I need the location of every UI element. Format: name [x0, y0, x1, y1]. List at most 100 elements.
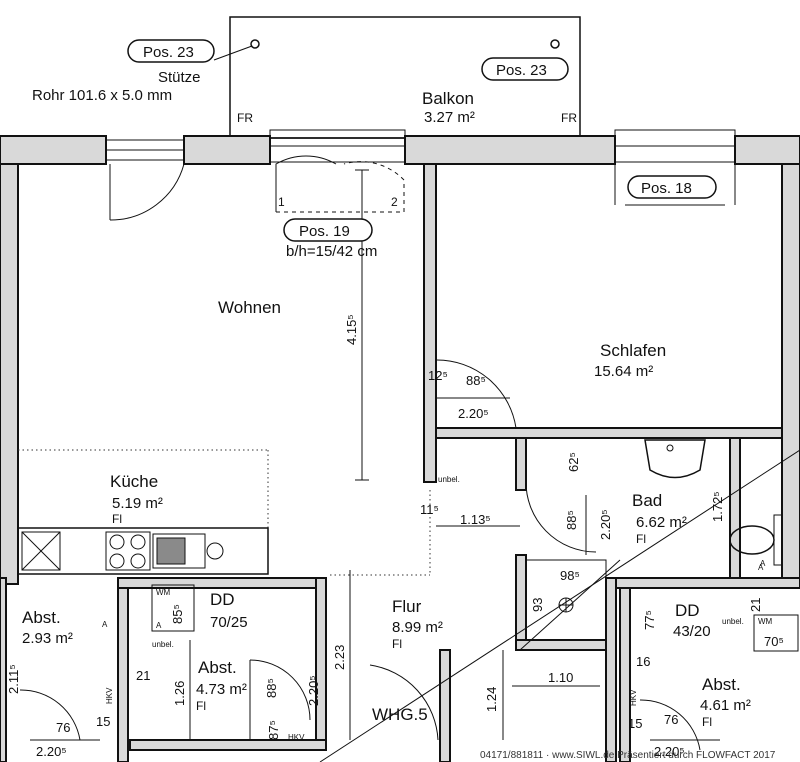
dim-88-5-a: 88⁵ [466, 373, 486, 388]
room-abst-right-floor: Fl [702, 715, 712, 729]
dd-right-wm: WM [758, 617, 773, 626]
washbasin-icon [644, 439, 706, 479]
room-abst-mid: Abst. [198, 658, 237, 677]
room-wohnen: Wohnen [218, 298, 281, 317]
dim-1-13: 1.13⁵ [460, 512, 491, 527]
room-abst-right: Abst. [702, 675, 741, 694]
toilet-icon [729, 514, 783, 566]
window-note: b/h=15/42 cm [286, 243, 377, 260]
room-abst-mid-floor: Fl [196, 699, 206, 713]
room-bad-floor: Fl [636, 532, 646, 546]
dd-right-label: DD [675, 601, 700, 620]
room-flur-floor: Fl [392, 637, 402, 651]
room-abst-left: Abst. [22, 608, 61, 627]
dd-left-unbel: unbel. [152, 640, 174, 649]
room-abst-right-area: 4.61 m² [700, 697, 751, 714]
pos18-label: Pos. 18 [641, 180, 692, 197]
kitchen-counter [17, 527, 269, 575]
dim-11-5: 11⁵ [420, 502, 439, 517]
support-leader [213, 45, 253, 61]
bathroom-fixtures [525, 439, 783, 641]
dim-1-10: 1.10 [548, 670, 573, 685]
dim-2-11: 2.11⁵ [6, 664, 21, 694]
door-swings [19, 155, 701, 751]
dd-right-size: 43/20 [673, 623, 711, 640]
dim-1-26: 1.26 [172, 681, 187, 706]
dim-98-5: 98⁵ [560, 568, 580, 583]
dd-left-size: 70/25 [210, 614, 248, 631]
room-bad-area: 6.62 m² [636, 514, 687, 531]
dd-left-wm-box [151, 584, 195, 632]
dim-76-a: 76 [56, 720, 70, 735]
balcony-name: Balkon [422, 89, 474, 108]
exterior-walls [0, 135, 800, 762]
dd-right-wm-box [753, 614, 799, 652]
dim-77-5: 77⁵ [642, 610, 657, 630]
pos18-tag [627, 175, 717, 199]
stove-burner-icon [109, 553, 125, 569]
dd-left-a: A [156, 621, 162, 630]
dim-2-20-a: 2.20⁵ [458, 406, 489, 421]
dim-1-24: 1.24 [484, 687, 499, 712]
dd-right-a: A [758, 563, 764, 572]
hkv-mid: HKV [288, 733, 305, 742]
unbel-flur: unbel. [438, 475, 460, 484]
room-abst-mid-area: 4.73 m² [196, 681, 247, 698]
dim-62-5: 62⁵ [566, 452, 581, 472]
dim-16: 16 [636, 654, 650, 669]
room-schlafen-area: 15.64 m² [594, 363, 653, 380]
dim-2-20-b: 2.20⁵ [598, 509, 613, 540]
pos19-tag [283, 218, 373, 242]
shower-tray [525, 559, 607, 641]
door-number-1: 1 [278, 195, 285, 209]
pos23-left-tag [127, 39, 215, 63]
dd-left-label: DD [210, 590, 235, 609]
balcony-area: 3.27 m² [424, 109, 475, 126]
balcony-fr-left: FR [237, 111, 253, 125]
dim-70-5: 70⁵ [764, 634, 784, 649]
room-kueche: Küche [110, 472, 158, 491]
dim-88-5-b: 88⁵ [564, 510, 579, 530]
dim-15-b: 15 [628, 716, 642, 731]
dim-21-b: 21 [748, 598, 763, 612]
dim-15: 15 [96, 714, 110, 729]
support-label: Stütze [158, 69, 201, 86]
support-spec: Rohr 101.6 x 5.0 mm [32, 87, 172, 104]
watermark: 04171/881811 · www.SIWL.de Präsentiert d… [480, 750, 776, 761]
dim-2-23: 2.23 [332, 645, 347, 670]
hkv-right: HKV [629, 689, 638, 706]
room-flur-area: 8.99 m² [392, 619, 443, 636]
pos19-label: Pos. 19 [299, 223, 350, 240]
room-schlafen: Schlafen [600, 341, 666, 360]
dim-2-20-c: 2.20⁵ [306, 675, 321, 706]
room-kueche-area: 5.19 m² [112, 495, 163, 512]
support-post-right [550, 39, 560, 49]
dim-1-72: 1.72⁵ [710, 491, 725, 522]
sink-icon [152, 533, 206, 569]
dim-76-b: 76 [664, 712, 678, 727]
support-post-left [250, 39, 260, 49]
dim-88-5-c: 88⁵ [264, 678, 279, 698]
dd-left-wm: WM [156, 588, 171, 597]
pos23-right-tag [481, 57, 569, 81]
a-bad: A [760, 559, 766, 568]
door-number-2: 2 [391, 195, 398, 209]
dim-93: 93 [530, 598, 545, 612]
dim-2-20-e: 2.20⁵ [654, 744, 685, 759]
dim-2-20-d: 2.20⁵ [36, 744, 67, 759]
dd-right-unbel: unbel. [722, 617, 744, 626]
room-flur: Flur [392, 597, 422, 616]
room-bad: Bad [632, 491, 662, 510]
dim-21: 21 [136, 668, 150, 683]
dim-12-5: 12⁵ [428, 368, 448, 383]
stove-burner-icon [130, 534, 146, 550]
whg-label: WHG.5 [372, 705, 428, 724]
stove-burner-icon [109, 534, 125, 550]
dim-85-5: 85⁵ [170, 604, 185, 624]
hkv-left: HKV [105, 687, 114, 704]
pos23-right-label: Pos. 23 [496, 62, 547, 79]
section-line-short [519, 559, 621, 651]
balcony-fr-right: FR [561, 111, 577, 125]
windows-top [105, 129, 736, 163]
